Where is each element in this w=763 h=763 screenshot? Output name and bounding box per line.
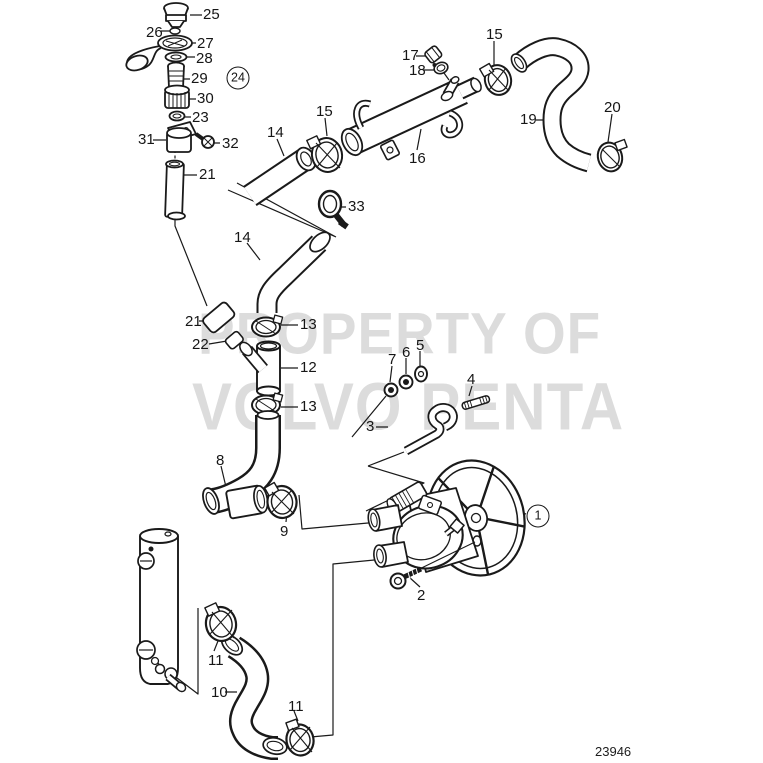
callout-14b: 14 <box>234 229 251 246</box>
callout-28: 28 <box>196 50 213 67</box>
callout-10: 10 <box>211 684 228 701</box>
callout-9: 9 <box>280 523 289 540</box>
callout-11a: 11 <box>208 652 224 669</box>
circulation-pump-assembly <box>367 459 526 590</box>
callout-33: 33 <box>348 198 365 215</box>
middle-riser-assembly <box>202 231 331 416</box>
reservoir-cylinder <box>136 528 187 693</box>
callout-23: 23 <box>192 109 209 126</box>
diagram-number: 23946 <box>595 744 632 759</box>
callout-22: 22 <box>192 336 209 353</box>
callout-11b: 11 <box>288 698 304 715</box>
callout-12: 12 <box>300 359 317 376</box>
upper-right-hose-assembly <box>478 37 628 173</box>
callout-19: 19 <box>520 111 537 128</box>
callout-15b: 15 <box>486 26 503 43</box>
callout-29: 29 <box>191 70 208 87</box>
callout-24-circled: 24 <box>226 66 250 90</box>
callout-6: 6 <box>402 344 411 361</box>
callout-4: 4 <box>467 371 476 388</box>
callout-30: 30 <box>197 90 214 107</box>
callout-13a: 13 <box>300 316 317 333</box>
callout-7: 7 <box>388 351 397 368</box>
callout-27: 27 <box>197 35 214 52</box>
callout-26: 26 <box>146 24 163 41</box>
assembly-reference-lines <box>174 150 425 740</box>
callout-21a: 21 <box>199 166 216 183</box>
callout-31: 31 <box>138 131 155 148</box>
callout-15a: 15 <box>316 103 333 120</box>
lower-hose-assembly <box>204 602 315 760</box>
callout-16: 16 <box>409 150 426 167</box>
callout-8: 8 <box>216 452 225 469</box>
callout-17: 17 <box>402 47 419 64</box>
callout-20: 20 <box>604 99 621 116</box>
callout-13b: 13 <box>300 398 317 415</box>
hook-clamp-33 <box>317 189 349 230</box>
elbow-hose-8-assembly <box>202 410 298 520</box>
callout-25: 25 <box>203 6 220 23</box>
callout-18: 18 <box>409 62 426 79</box>
callout-21b: 21 <box>185 313 202 330</box>
callout-1-circled: 1 <box>526 504 550 528</box>
callout-32: 32 <box>222 135 239 152</box>
callout-2: 2 <box>417 587 426 604</box>
callout-5: 5 <box>416 337 425 354</box>
callout-3: 3 <box>366 418 375 435</box>
manifold-tube-assembly <box>243 45 482 206</box>
filler-cap-assembly <box>125 2 215 221</box>
callout-14a: 14 <box>267 124 284 141</box>
bracket-hardware <box>383 365 491 455</box>
